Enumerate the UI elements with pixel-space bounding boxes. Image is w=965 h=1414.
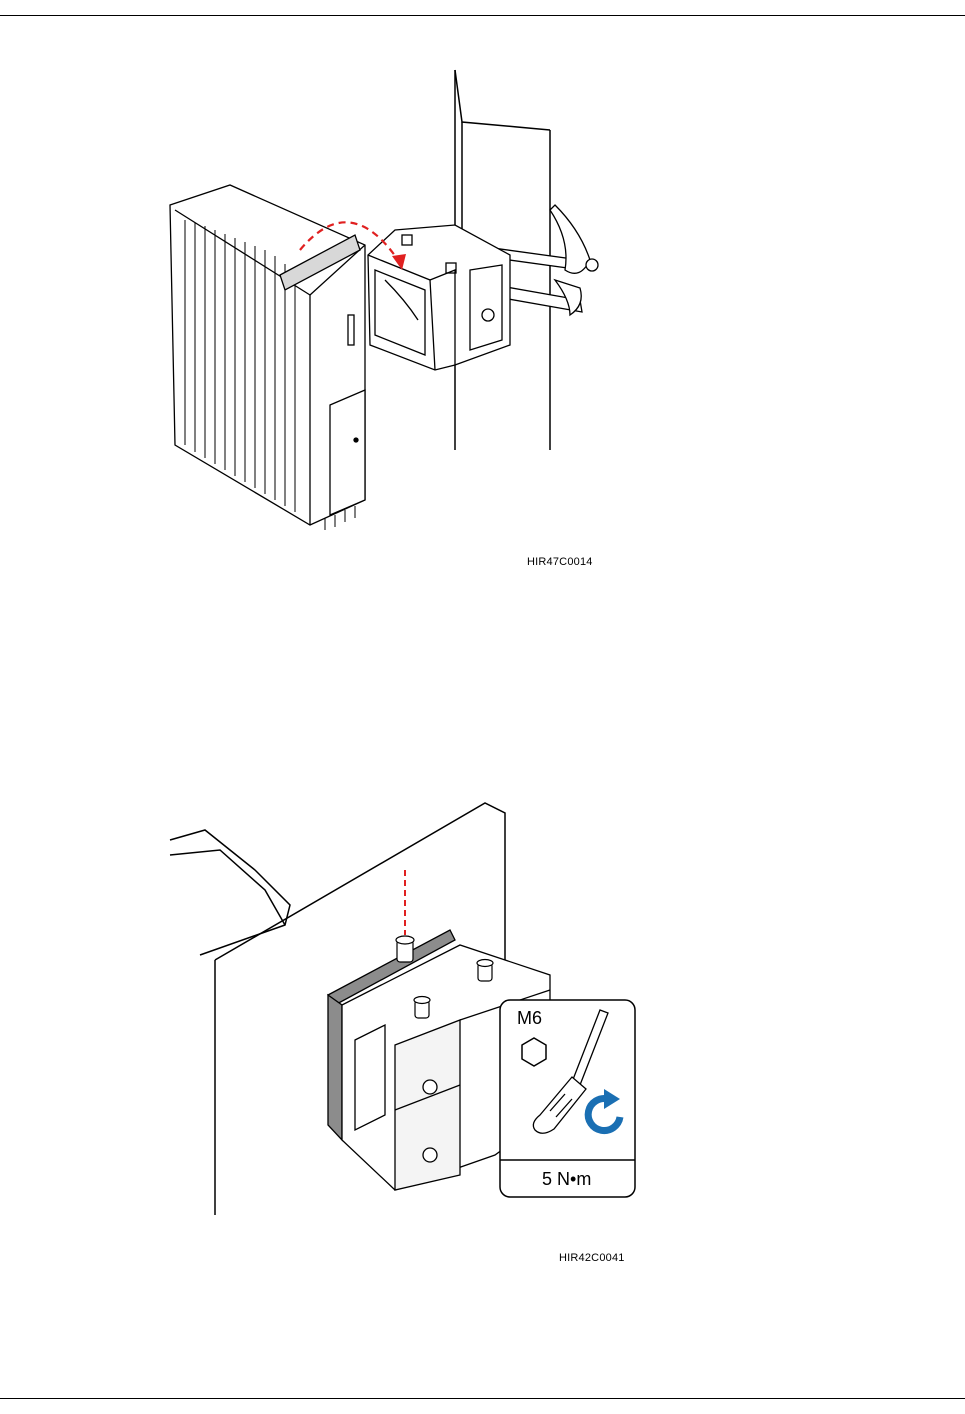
figure-rru-hanging-on-pole [150, 60, 630, 540]
figure-id-label: HIR42C0041 [559, 1252, 625, 1264]
mounting-bracket [368, 225, 510, 370]
header-rule [0, 15, 965, 16]
figure-tighten-m6-screw: M6 5 N•m [160, 795, 650, 1225]
rru-unit [170, 185, 365, 530]
torque-value-label: 5 N•m [542, 1169, 591, 1189]
footer-rule [0, 1398, 965, 1399]
figure-id-label: HIR47C0014 [527, 556, 593, 568]
screw-size-label: M6 [517, 1008, 542, 1028]
